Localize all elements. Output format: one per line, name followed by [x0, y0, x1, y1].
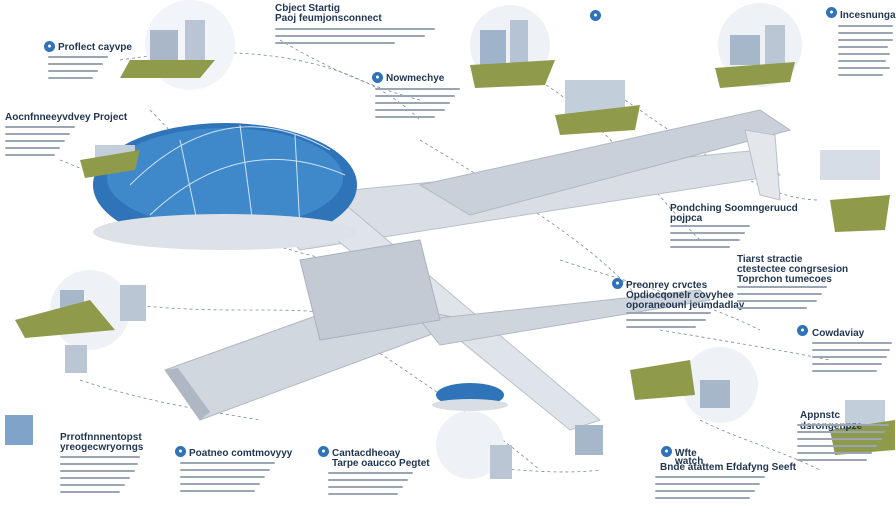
scene-bottom-center: [436, 411, 603, 479]
label-provery-sub2: oporaneounl jeumdadlay: [626, 300, 745, 311]
label-white-sub: watch: [675, 456, 704, 467]
label-structure-sub2: Toprchon tumecoes: [737, 274, 832, 285]
label-bottom-left: Prrotfnnnentopst: [60, 432, 142, 443]
label-structure-sub: ctestectee congrsesion: [737, 264, 849, 275]
label-processing: Pondching Soomngeruucd: [670, 203, 798, 214]
label-provery-sub: Opdiocqonelr covyhee: [626, 290, 734, 301]
label-white: Wfte: [675, 448, 697, 459]
info-icon: ●: [318, 446, 329, 457]
label-title: Cbject Startig: [275, 3, 341, 14]
scene-right: [820, 150, 890, 232]
info-icon: ●: [372, 72, 383, 83]
label-contact-sub: Tarpe oaucco Pegtet: [332, 458, 430, 469]
scene-top-center: [470, 5, 555, 88]
scene-left-mid: [15, 270, 146, 350]
scene-bottom-right: [630, 347, 758, 423]
info-icon: ●: [661, 446, 672, 457]
label-subtitle: Paoj feumjonsconnect: [275, 13, 382, 24]
info-icon: ●: [175, 446, 186, 457]
label-bottom-left-sub: yreogecwryorngs: [60, 442, 144, 453]
label-contact: Cantacdheoay: [332, 448, 401, 459]
label-structure: Tiarst stractie: [737, 254, 803, 265]
scene-top-left: [120, 0, 235, 90]
info-icon: ●: [797, 325, 808, 336]
label-community: Poatneo comtmovyyy: [189, 448, 293, 459]
label-processing-sub: pojpca: [670, 213, 703, 224]
info-icon: ●: [44, 41, 55, 52]
label-project: Aocnfnneeyvdvey Project: [5, 112, 128, 123]
label-provery: Preonrey crvctes: [626, 280, 708, 291]
airship-structure: [93, 109, 792, 431]
scene-far-bottom-right: [830, 400, 895, 455]
label-bottom-right: Bnde atattem Efdafyng Seeft: [660, 462, 797, 473]
scene-bottom-left: [5, 345, 87, 445]
scene-top-right: [715, 3, 802, 88]
info-icon: ●: [590, 10, 601, 21]
label-appnstc: Appnstc dsrongenpze: [800, 410, 863, 432]
label-top-right: Incesnungayayiy: [840, 10, 896, 21]
scene-upper-right: [555, 80, 640, 135]
scene-left: [80, 145, 140, 178]
info-icon: ●: [612, 278, 623, 289]
label-cowdavity: Cowdaviay: [812, 328, 865, 339]
label-mechanic: Nowmechye: [386, 73, 445, 84]
label-project-type: Proflect cayvpe: [58, 42, 132, 53]
info-icon: ●: [826, 7, 837, 18]
